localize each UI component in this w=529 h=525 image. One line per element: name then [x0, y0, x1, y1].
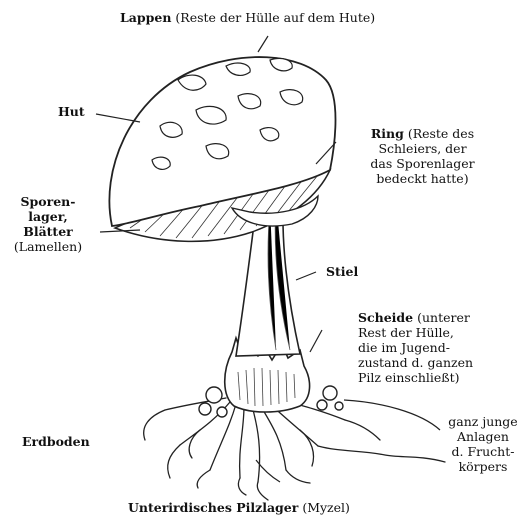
label-stiel-term: Stiel: [326, 264, 358, 279]
label-scheide-text-1: Rest der Hülle,: [358, 325, 526, 340]
label-ring-term: Ring: [371, 126, 404, 141]
label-anlagen-line-2: d. Frucht-: [440, 444, 526, 459]
label-sporenlager-note: (Lamellen): [0, 239, 96, 254]
label-myzel-note: (Myzel): [302, 500, 350, 515]
label-scheide-text-0: (unterer: [417, 310, 470, 325]
label-hut: Hut: [58, 104, 85, 119]
label-erdboden: Erdboden: [22, 434, 90, 449]
label-anlagen-line-0: ganz junge: [440, 414, 526, 429]
label-sporenlager-line-0: Sporen-: [21, 194, 76, 209]
label-ring-line-1: Ring (Reste des: [340, 126, 505, 141]
label-scheide: Scheide (unterer Rest der Hülle, die im …: [358, 310, 526, 385]
label-anlagen: ganz junge Anlagen d. Frucht- körpers: [440, 414, 526, 474]
label-scheide-term: Scheide: [358, 310, 413, 325]
label-myzel-term: Unterirdisches Pilzlager: [128, 500, 298, 515]
label-ring-text-2: das Sporenlager: [340, 156, 505, 171]
label-scheide-text-4: Pilz einschließt): [358, 370, 526, 385]
label-hut-term: Hut: [58, 104, 85, 119]
label-ring: Ring (Reste des Schleiers, der das Spore…: [340, 126, 505, 186]
label-lappen-note: (Reste der Hülle auf dem Hute): [175, 10, 375, 25]
label-anlagen-line-1: Anlagen: [440, 429, 526, 444]
label-scheide-text-3: zustand d. ganzen: [358, 355, 526, 370]
label-ring-text-3: bedeckt hatte): [340, 171, 505, 186]
label-scheide-text-2: die im Jugend-: [358, 340, 526, 355]
label-ring-text-1: Schleiers, der: [340, 141, 505, 156]
label-sporenlager: Sporen- lager, Blätter (Lamellen): [0, 194, 96, 254]
label-ring-text-0: (Reste des: [408, 126, 474, 141]
mycelium-roots: [144, 398, 445, 500]
label-lappen: Lappen (Reste der Hülle auf dem Hute): [120, 10, 375, 25]
label-myzel: Unterirdisches Pilzlager (Myzel): [128, 500, 350, 515]
label-erdboden-term: Erdboden: [22, 434, 90, 449]
label-anlagen-line-3: körpers: [440, 459, 526, 474]
label-sporenlager-line-2: Blätter: [23, 224, 73, 239]
label-sporenlager-line-1: lager,: [28, 209, 68, 224]
label-stiel: Stiel: [326, 264, 358, 279]
label-lappen-term: Lappen: [120, 10, 171, 25]
